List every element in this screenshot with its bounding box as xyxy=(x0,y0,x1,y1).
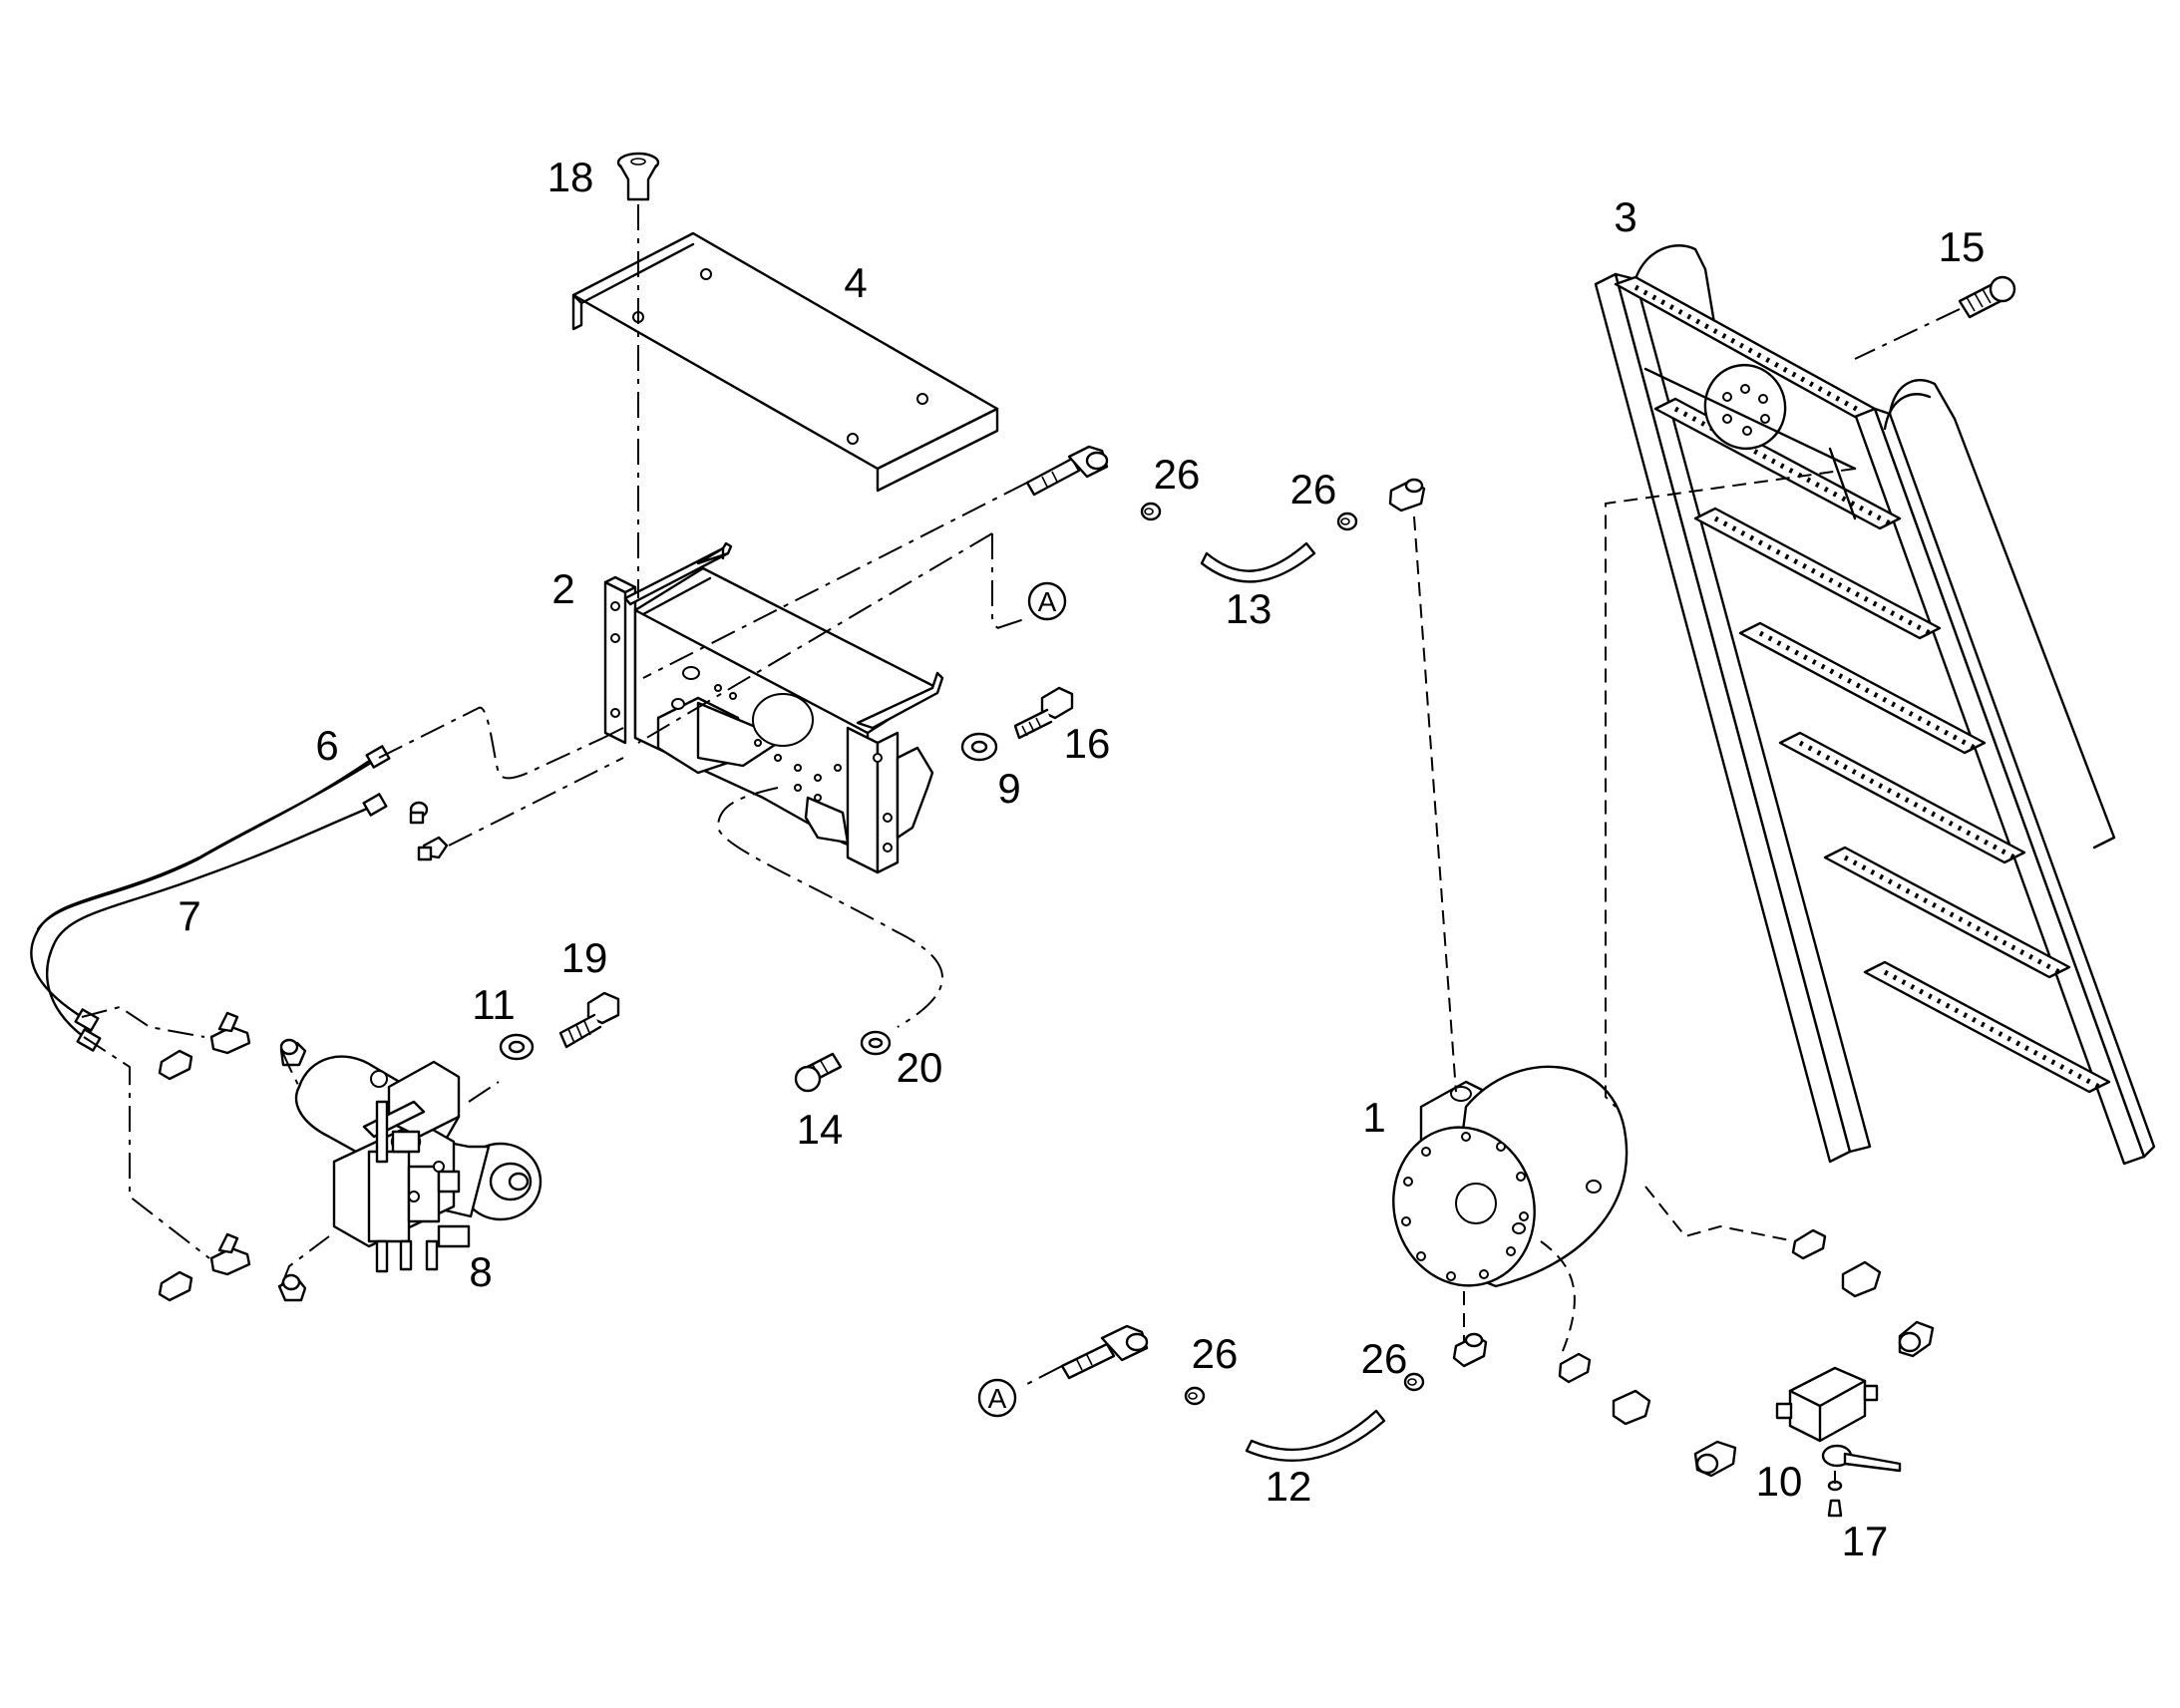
cylinder-fitting-right-1 xyxy=(1791,1228,1827,1260)
small-fitting-frame-1 xyxy=(409,801,429,825)
callout-20: 20 xyxy=(897,1044,943,1091)
svg-text:A: A xyxy=(988,1383,1007,1414)
callout-17: 17 xyxy=(1842,1518,1889,1564)
pump-fitting-top-mid xyxy=(209,1011,251,1055)
part-2-frame-bracket xyxy=(603,541,944,874)
callout-26-lower-right: 26 xyxy=(1361,1335,1408,1382)
callout-26-upper-left: 26 xyxy=(1154,451,1201,498)
callout-18: 18 xyxy=(547,154,594,200)
elbow-fitting-upper xyxy=(1025,445,1109,497)
callout-9: 9 xyxy=(997,765,1020,812)
callout-3: 3 xyxy=(1614,193,1636,240)
callout-14: 14 xyxy=(797,1106,844,1153)
part-11-washer xyxy=(499,1033,535,1061)
callout-4: 4 xyxy=(844,259,867,306)
connector-marker-lower: A xyxy=(977,1378,1017,1418)
part-19-bolt xyxy=(558,991,620,1049)
part-26-seal-upper-left xyxy=(1140,502,1162,521)
callout-labels: 1 2 3 4 6 7 8 9 10 11 12 13 14 15 16 17 … xyxy=(178,154,1985,1564)
svg-text:A: A xyxy=(1038,586,1057,617)
part-18-screw xyxy=(616,152,660,201)
callout-26-lower-left: 26 xyxy=(1192,1330,1239,1377)
callout-7: 7 xyxy=(178,892,200,939)
part-8-pump-unit xyxy=(294,1055,543,1273)
callout-1: 1 xyxy=(1362,1094,1385,1141)
part-26-seal-upper-right xyxy=(1336,512,1358,531)
part-13-hose xyxy=(1200,541,1316,583)
leader-lines xyxy=(81,204,1961,1484)
callout-13: 13 xyxy=(1226,585,1272,632)
part-6-pipe-line xyxy=(30,756,381,1039)
part-14-screw xyxy=(794,1052,843,1093)
part-3-ladder xyxy=(1594,244,2156,1166)
part-20-washer xyxy=(860,1030,892,1056)
elbow-fitting-lower xyxy=(1060,1324,1149,1380)
part-26-seal-lower-left xyxy=(1184,1386,1206,1406)
pump-fitting-bottom-left xyxy=(158,1270,193,1302)
part-17-screw xyxy=(1827,1480,1843,1518)
callout-2: 2 xyxy=(551,565,574,612)
part-4-cover-plate xyxy=(571,231,999,493)
callout-26-upper-right: 26 xyxy=(1290,466,1337,512)
callout-19: 19 xyxy=(561,934,608,981)
pump-fitting-top-right xyxy=(279,1038,307,1067)
small-fitting-frame-2 xyxy=(417,836,449,861)
cylinder-fitting-bottom-2 xyxy=(1612,1389,1651,1426)
part-16-bolt xyxy=(1013,686,1074,740)
part-9-washer xyxy=(960,732,998,762)
part-15-bolt xyxy=(1958,275,2016,319)
cylinder-fitting-right-3 xyxy=(1898,1320,1935,1358)
part-6-pipe-fitting-b xyxy=(362,793,388,817)
pump-fitting-top-left xyxy=(158,1049,193,1081)
part-1-cylinder xyxy=(1392,1065,1629,1288)
callout-6: 6 xyxy=(315,722,338,769)
part-26-seal-lower-right xyxy=(1403,1372,1425,1392)
part-10-lever xyxy=(1821,1444,1902,1473)
callout-15: 15 xyxy=(1939,223,1986,270)
callout-10: 10 xyxy=(1756,1458,1803,1505)
cylinder-fitting-bottom-1 xyxy=(1558,1352,1592,1384)
part-6-pipe-fitting-a xyxy=(365,745,391,769)
part-10-valve xyxy=(1775,1366,1879,1443)
ladder-tread-dots xyxy=(1634,284,2101,1090)
callout-16: 16 xyxy=(1064,720,1111,767)
elbow-fitting-lower-right xyxy=(1452,1332,1488,1368)
pump-fitting-bottom-mid xyxy=(209,1232,251,1276)
cylinder-fitting-right-2 xyxy=(1841,1260,1882,1298)
elbow-fitting-upper-right xyxy=(1388,478,1426,512)
callout-8: 8 xyxy=(469,1248,492,1295)
part-12-hose xyxy=(1245,1409,1386,1463)
callout-11: 11 xyxy=(472,981,516,1028)
cylinder-fitting-bottom-3 xyxy=(1693,1440,1737,1478)
callout-12: 12 xyxy=(1266,1463,1312,1510)
connector-marker-upper: A xyxy=(1027,581,1067,621)
